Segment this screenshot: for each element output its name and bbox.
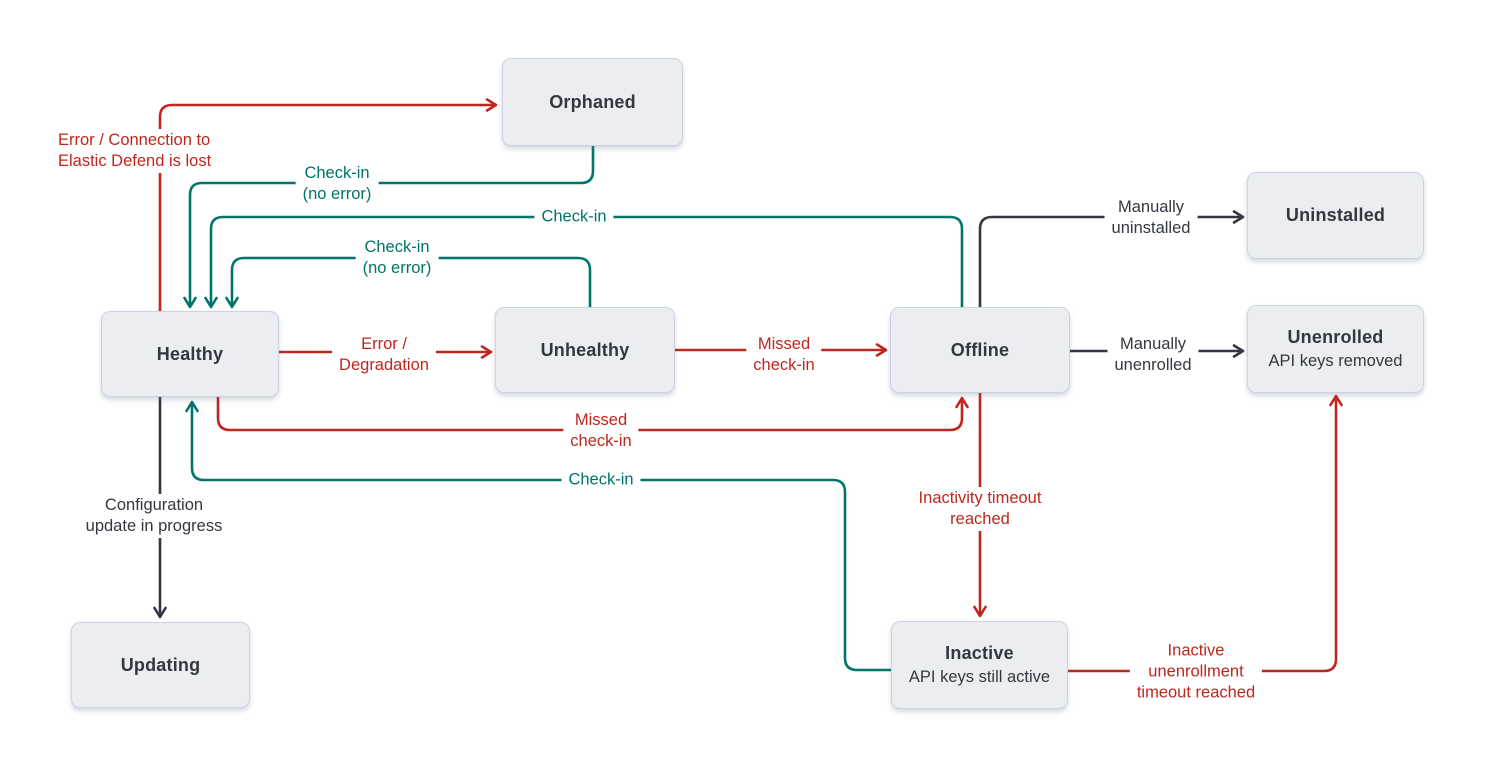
edge-label-line: Check-in bbox=[304, 164, 370, 182]
edge-label-checkin-no-error-orphaned: Check-in (no error) bbox=[295, 162, 379, 206]
edge-inactive-to-healthy bbox=[185, 400, 891, 672]
edge-label-line: check-in bbox=[753, 356, 815, 374]
edge-label-configuration-update: Configuration update in progress bbox=[78, 494, 230, 538]
edge-label-line: Degradation bbox=[339, 356, 429, 374]
node-orphaned: Orphaned bbox=[502, 58, 683, 146]
edge-label-checkin-offline: Check-in bbox=[534, 205, 614, 229]
edge-label-line: unenrollment bbox=[1148, 662, 1244, 681]
edge-label-error-connection: Error / Connection to Elastic Defend is … bbox=[54, 129, 216, 173]
edge-label-line: uninstalled bbox=[1111, 219, 1191, 237]
edge-label-line: Configuration bbox=[104, 496, 204, 514]
node-inactive-title: Inactive bbox=[945, 643, 1014, 663]
edge-label-line: Inactive bbox=[1167, 641, 1225, 660]
node-updating-title: Updating bbox=[120, 654, 201, 675]
edge-label-line: Manually bbox=[1119, 335, 1187, 353]
edge-label-manually-unenrolled: Manually unenrolled bbox=[1107, 333, 1199, 377]
edge-label-checkin-inactive: Check-in bbox=[561, 468, 641, 492]
edge-label-line: Elastic Defend is lost bbox=[58, 152, 212, 170]
edge-label-error-degradation: Error / Degradation bbox=[332, 333, 436, 377]
edge-label-manually-uninstalled: Manually uninstalled bbox=[1104, 196, 1198, 240]
node-unhealthy-title: Unhealthy bbox=[540, 339, 630, 360]
edge-label-inactivity-timeout: Inactivity timeout reached bbox=[911, 487, 1049, 531]
edge-label-line: unenrolled bbox=[1114, 356, 1192, 374]
edge-label-inactive-unenrollment-timeout: Inactive unenrollment timeout reached bbox=[1129, 639, 1263, 705]
edge-inactive-to-unenrolled bbox=[1068, 394, 1343, 673]
edge-label-line: Manually bbox=[1117, 198, 1185, 216]
node-updating: Updating bbox=[71, 622, 250, 708]
edge-label-line: Check-in bbox=[364, 238, 430, 256]
edge-label-checkin-no-error-unhealthy: Check-in (no error) bbox=[355, 236, 439, 280]
edge-label-line: timeout reached bbox=[1136, 683, 1256, 702]
edge-label-missed-checkin-healthy: Missed check-in bbox=[563, 409, 639, 453]
edge-label-line: Missed bbox=[574, 411, 628, 429]
node-inactive-subtitle: API keys still active bbox=[908, 668, 1051, 686]
node-healthy: Healthy bbox=[101, 311, 279, 397]
edge-label-line: Error / Connection to bbox=[58, 131, 211, 149]
edge-label-line: (no error) bbox=[302, 185, 372, 203]
node-inactive: Inactive API keys still active bbox=[891, 621, 1068, 709]
node-uninstalled-title: Uninstalled bbox=[1285, 205, 1386, 225]
edge-label-line: reached bbox=[950, 510, 1010, 528]
node-offline-title: Offline bbox=[950, 339, 1010, 360]
edge-label-line: Check-in bbox=[568, 470, 634, 489]
node-unhealthy: Unhealthy bbox=[495, 307, 675, 393]
node-unenrolled: Unenrolled API keys removed bbox=[1247, 305, 1424, 393]
edge-label-line: (no error) bbox=[362, 259, 432, 277]
edge-orphaned-to-healthy bbox=[183, 146, 595, 309]
edge-healthy-to-orphaned bbox=[158, 98, 498, 311]
edge-label-line: check-in bbox=[570, 432, 632, 450]
node-unenrolled-title: Unenrolled bbox=[1287, 327, 1384, 347]
edge-label-line: Missed bbox=[757, 335, 811, 353]
node-orphaned-title: Orphaned bbox=[549, 91, 636, 112]
edge-label-line: Error / bbox=[361, 335, 407, 353]
node-uninstalled: Uninstalled bbox=[1247, 172, 1424, 259]
node-unenrolled-subtitle: API keys removed bbox=[1268, 352, 1403, 370]
edge-label-line: update in progress bbox=[85, 517, 223, 535]
edge-label-missed-checkin-unhealthy: Missed check-in bbox=[746, 333, 822, 377]
edge-label-line: Check-in bbox=[541, 207, 607, 226]
node-healthy-title: Healthy bbox=[156, 343, 224, 364]
edge-label-line: Inactivity timeout bbox=[918, 489, 1042, 507]
edge-offline-to-uninstalled bbox=[978, 210, 1245, 307]
node-offline: Offline bbox=[890, 307, 1070, 393]
